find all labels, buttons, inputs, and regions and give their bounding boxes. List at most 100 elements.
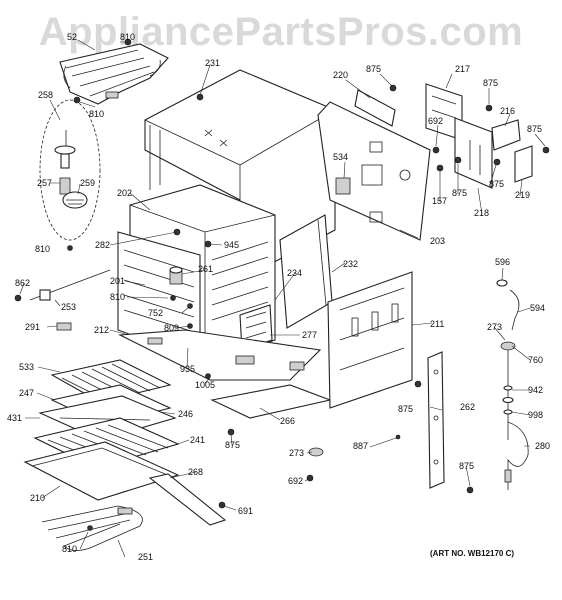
label-220: 220 (333, 70, 348, 80)
label-211: 211 (430, 319, 444, 329)
label-862: 862 (15, 278, 30, 288)
screw-862 (14, 294, 22, 302)
label-594: 594 (530, 303, 545, 313)
label-875: 875 (398, 404, 413, 414)
screw-875-d (454, 156, 462, 164)
screw-1005 (205, 373, 211, 379)
label-203: 203 (430, 236, 445, 246)
back-panel[interactable] (317, 101, 431, 241)
label-431: 431 (7, 413, 22, 423)
label-259: 259 (80, 178, 95, 188)
label-810: 810 (89, 109, 104, 119)
label-810: 810 (35, 244, 50, 254)
label-234: 234 (287, 268, 302, 278)
screw-810-cavity (170, 295, 176, 301)
label-251: 251 (138, 552, 153, 562)
oven-light-assembly[interactable] (39, 99, 101, 241)
leader-lines (19, 39, 546, 558)
label-246: 246 (178, 409, 193, 419)
label-875: 875 (452, 188, 467, 198)
screw-875-a (389, 84, 397, 92)
bracket-534[interactable] (335, 177, 351, 195)
label-217: 217 (455, 64, 470, 74)
screw-875-e (493, 158, 501, 166)
label-875: 875 (366, 64, 381, 74)
grommet-273-lower[interactable] (308, 447, 324, 457)
label-942: 942 (528, 385, 543, 395)
screw-810-bake (87, 525, 93, 531)
wire-harness-253[interactable] (29, 269, 111, 301)
label-809: 809 (164, 323, 179, 333)
label-752: 752 (148, 308, 163, 318)
screw-691 (218, 501, 226, 509)
label-277: 277 (302, 330, 317, 340)
bracket-218[interactable] (454, 117, 493, 189)
label-216: 216 (500, 106, 515, 116)
bake-element-251[interactable] (41, 505, 143, 551)
screw-810-light (67, 245, 73, 251)
label-875: 875 (225, 440, 240, 450)
label-810: 810 (62, 544, 77, 554)
label-241: 241 (190, 435, 205, 445)
label-945: 945 (224, 240, 239, 250)
clip-291[interactable] (56, 322, 72, 331)
bracket-219[interactable] (514, 145, 533, 183)
label-266: 266 (280, 416, 295, 426)
label-231: 231 (205, 58, 220, 68)
label-52: 52 (67, 32, 77, 42)
label-760: 760 (528, 355, 543, 365)
bottom-pan[interactable] (117, 329, 322, 381)
label-875: 875 (489, 179, 504, 189)
label-212: 212 (94, 325, 109, 335)
label-810: 810 (110, 292, 125, 302)
label-257: 257 (37, 178, 52, 188)
label-157: 157 (432, 196, 447, 206)
label-201: 201 (110, 276, 125, 286)
label-534: 534 (333, 152, 348, 162)
label-935: 935 (180, 364, 195, 374)
label-273: 273 (289, 448, 304, 458)
label-210: 210 (30, 493, 45, 503)
screw-875-g (466, 486, 474, 494)
label-998: 998 (528, 410, 543, 420)
callout-labels: 52 810 810 231 220 875 217 875 216 875 2… (7, 32, 550, 562)
trim-strip-262[interactable] (427, 351, 445, 489)
sensor-261[interactable] (169, 266, 183, 285)
label-875: 875 (527, 124, 542, 134)
probe-assembly[interactable] (496, 279, 529, 490)
bracket-216[interactable] (491, 119, 521, 151)
trim-268[interactable] (148, 473, 227, 526)
label-261: 261 (198, 264, 213, 274)
door-inner-panel-211[interactable] (327, 271, 413, 409)
drip-tray-210[interactable] (23, 441, 180, 501)
label-291: 291 (25, 322, 40, 332)
label-258: 258 (38, 90, 53, 100)
label-219: 219 (515, 190, 530, 200)
label-232: 232 (343, 259, 358, 269)
watermark: AppliancePartsPros.com (38, 10, 524, 54)
label-691: 691 (238, 506, 253, 516)
label-253: 253 (61, 302, 76, 312)
screw-887 (395, 434, 401, 440)
label-280: 280 (535, 441, 550, 451)
art-number: (ART NO. WB12170 C) (430, 549, 514, 558)
label-875: 875 (483, 78, 498, 88)
label-262: 262 (460, 402, 475, 412)
broil-element[interactable] (59, 43, 169, 105)
bottom-trim-266[interactable] (210, 384, 332, 419)
label-218: 218 (474, 208, 489, 218)
label-692: 692 (288, 476, 303, 486)
bracket-220[interactable] (354, 89, 396, 127)
label-887: 887 (353, 441, 368, 451)
screw-875-f (414, 380, 422, 388)
screw-692 (432, 146, 440, 154)
label-810: 810 (120, 32, 135, 42)
label-596: 596 (495, 257, 510, 267)
label-268: 268 (188, 467, 203, 477)
label-202: 202 (117, 188, 132, 198)
label-875: 875 (459, 461, 474, 471)
label-273: 273 (487, 322, 502, 332)
label-1005: 1005 (195, 380, 215, 390)
label-247: 247 (19, 388, 34, 398)
